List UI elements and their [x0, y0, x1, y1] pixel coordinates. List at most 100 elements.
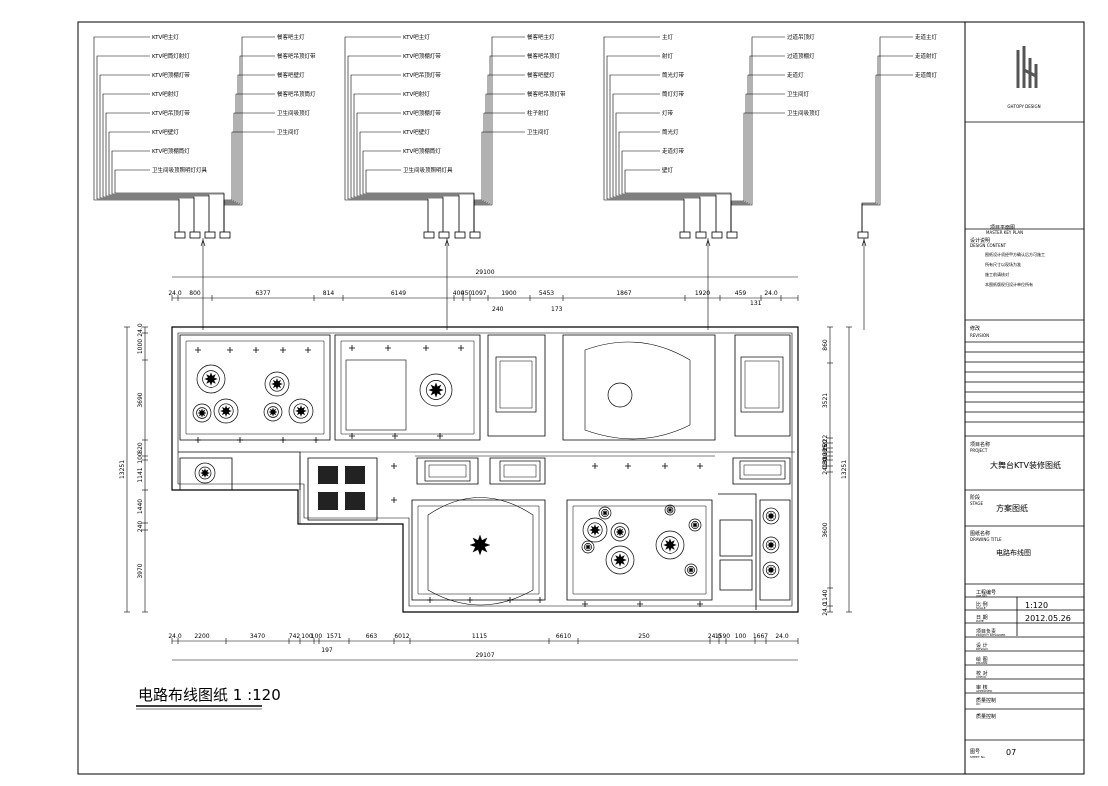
tb-stage-en: STAGE: [970, 501, 983, 506]
light-fixture-icon: [220, 405, 232, 417]
downlight-icon: [662, 463, 668, 469]
title-block-grid: [965, 121, 1084, 741]
legend-label: KTV吧筒灯射灯: [152, 52, 190, 60]
ceiling-light: [263, 402, 283, 422]
downlight-icon: [537, 597, 543, 603]
legend-wire: [473, 74, 525, 232]
tb-check-en: CHECK: [976, 675, 987, 679]
legend-wire: [730, 55, 785, 232]
legend-label: 筒光灯: [662, 128, 679, 136]
tb-design-content-en: DESIGN CONTENT: [970, 243, 1007, 248]
junction-box: [219, 231, 231, 239]
top-sub-dim: 173: [551, 306, 563, 313]
legend-label: 走道筒灯: [915, 71, 938, 79]
junction-box: [454, 231, 466, 239]
ceiling-light: [762, 536, 780, 554]
legend-label: 射灯: [662, 52, 674, 60]
legend-label: 卫生间吸顶照明灯灯具: [152, 166, 208, 174]
tb-note-3: 施工前请核对: [985, 272, 1009, 277]
legend-wire: [108, 131, 210, 232]
title-block-frame: [964, 21, 1085, 775]
downlight-icon: [305, 347, 311, 353]
top-sub-dim: 240: [492, 306, 504, 313]
tb-sheet-en: SHEET No.: [970, 755, 986, 759]
top-dim-label: 800: [189, 290, 201, 297]
bottom-dim-label: 24.0: [708, 633, 722, 640]
legend-label: KTV吧吊顶灯带: [403, 71, 441, 79]
legend-label: 餐客吧壁灯: [527, 71, 555, 79]
drawing-title: 电路布线图纸 1 :120: [138, 686, 281, 704]
room-ktv-4: [566, 499, 713, 601]
legend-label: KTV吧顶棚灯带: [403, 52, 441, 60]
ceiling-light-inner: [601, 509, 609, 517]
bottom-dim-label: 1590: [715, 633, 730, 640]
downlight-icon: [392, 433, 398, 439]
light-fixture-icon: [197, 408, 207, 418]
stove-burner: [345, 492, 365, 510]
left-dim-label: 24.0: [137, 323, 144, 337]
tb-drawing-title-en: MASTER KEY PLAN: [986, 230, 1024, 235]
room-side-2: [759, 499, 791, 601]
ceiling-light-inner: [765, 539, 777, 551]
ceiling-light-inner: [269, 376, 285, 392]
ceiling-light-inner: [661, 536, 679, 554]
bottom-dim-label: 6610: [556, 633, 571, 640]
legend-wire: [730, 112, 785, 232]
booth-fixture: [424, 460, 471, 482]
bottom-dim-label: 742: [289, 633, 301, 640]
downlight-icon: [625, 463, 631, 469]
ceiling-light-inner: [218, 403, 234, 419]
legend-label: 壁灯: [662, 166, 674, 174]
legend-label: 卫生间吸顶灯: [787, 109, 821, 117]
tb-sheet-label: 图号: [970, 749, 981, 755]
booth-fixture-inner: [744, 360, 780, 409]
ceiling-light-inner: [687, 566, 695, 574]
legend-wire: [102, 93, 195, 232]
ceiling-light: [194, 462, 216, 484]
ktv2-feature: [345, 359, 407, 431]
ceiling-light-inner: [198, 466, 212, 480]
junction-box: [857, 231, 869, 239]
legend-label: KTV吧壁灯: [403, 128, 430, 136]
downlight-icon: [349, 433, 355, 439]
tb-drawing-name-en: DRAWING TITLE: [970, 537, 1002, 542]
tb-project-label: 项目名称: [970, 442, 991, 448]
ceiling-light-inner: [611, 551, 629, 569]
tb-qc-en: QC: [976, 702, 981, 706]
top-dim-label: 24.0: [168, 290, 182, 297]
room-side: [718, 493, 757, 610]
room-ktv-1-ceiling: [185, 340, 325, 435]
booth-fixture: [740, 356, 784, 413]
light-fixture-icon: [584, 543, 592, 551]
sheet-frame: [77, 21, 1085, 775]
ceiling-light: [192, 403, 212, 423]
legend-wire: [223, 131, 275, 232]
tb-qc-label: 质量控制: [976, 698, 997, 704]
top-dim-label: 450: [461, 290, 473, 297]
tb-project-value: 大舞台KTV装修图纸: [990, 461, 1061, 470]
legend-label: 餐客吧主灯: [527, 33, 555, 41]
right-dim-label: 380: [822, 452, 829, 464]
downlight-icon: [423, 345, 429, 351]
bottom-dim-label: 6012: [394, 633, 409, 640]
room-wc-2: [719, 559, 753, 591]
legend-wire: [473, 131, 525, 232]
outer-wall: [171, 326, 799, 613]
booth-fixture-inner: [743, 464, 782, 476]
legend-wire: [606, 55, 685, 232]
room-store-1: [416, 457, 479, 485]
legend-wire: [223, 74, 275, 232]
hall-feature: [584, 341, 691, 440]
ceiling-light: [684, 563, 698, 577]
left-dim-label: 1440: [137, 499, 144, 514]
top-dim-label: 5453: [539, 290, 554, 297]
legend-label: 餐客吧吊顶灯带: [277, 52, 316, 60]
tb-job-no-label: 工程编号: [976, 590, 997, 596]
light-fixture-icon: [615, 527, 625, 537]
overall-top-label: 29100: [475, 269, 494, 276]
downlight-icon: [391, 497, 397, 503]
bottom-dim-label: 100: [301, 633, 313, 640]
legend-wire: [223, 93, 275, 232]
legend-label: 主灯: [662, 33, 674, 41]
